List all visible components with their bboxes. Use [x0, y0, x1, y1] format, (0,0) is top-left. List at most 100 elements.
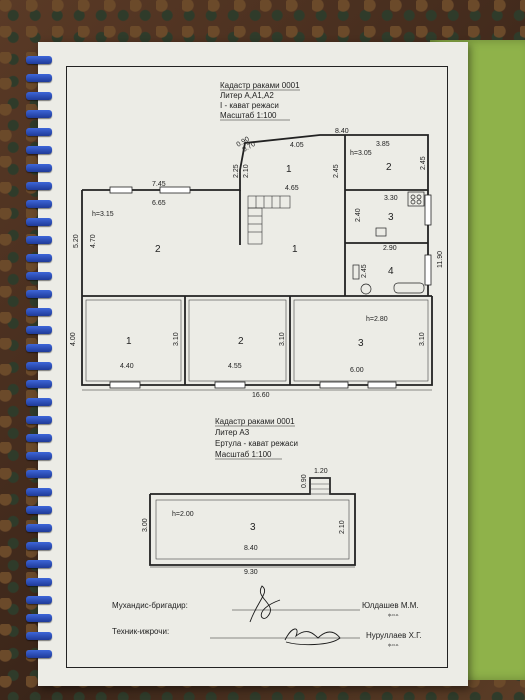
drawing-frame [66, 66, 448, 668]
dimension-label: 3.10 [419, 332, 426, 346]
plan1-title-line: Литер А,А1,А2 [220, 91, 274, 100]
dimension-label: 3.10 [279, 332, 286, 346]
technician-label: Техник-ижрочи: [112, 627, 169, 636]
plan2-title-line: Литер А3 [215, 428, 250, 437]
binding-ring [26, 560, 52, 568]
dimension-label: 16.60 [252, 392, 270, 399]
binding-ring [26, 434, 52, 442]
binding-ring [26, 524, 52, 532]
dimension-label: 4.65 [285, 185, 299, 192]
dimension-label: 6.00 [350, 367, 364, 374]
binding-ring [26, 650, 52, 658]
binding-ring [26, 488, 52, 496]
room-label: 2 [386, 162, 392, 173]
dimension-label: 4.55 [228, 363, 242, 370]
dimension-label: 2.10 [339, 520, 346, 534]
dimension-label: 3.30 [384, 195, 398, 202]
dimension-label: 8.40 [335, 128, 349, 135]
dimension-label: 0.90 [301, 474, 308, 488]
binding-ring [26, 506, 52, 514]
room-label: 3 [388, 212, 394, 223]
plan1-inner-lines [85, 299, 429, 382]
binding-ring [26, 290, 52, 298]
dimension-label: 11.90 [437, 251, 444, 268]
binding-ring [26, 92, 52, 100]
engineer-label: Мухандис-бригадир: [112, 601, 188, 610]
plan2-inner [155, 477, 350, 560]
engineer-signature [249, 585, 281, 623]
dimension-label: 3.00 [142, 518, 149, 532]
binding-ring [26, 74, 52, 82]
binding-ring [26, 218, 52, 226]
binding-ring [26, 308, 52, 316]
binding-ring [26, 56, 52, 64]
binding-ring [26, 254, 52, 262]
technician-name: Нуруллаев Х.Г. [366, 631, 422, 640]
engineer-name-caption: ф.и.о. [388, 612, 399, 617]
dimension-label: 2.45 [361, 264, 368, 278]
room-label: 1 [286, 164, 292, 175]
binding-ring [26, 182, 52, 190]
dimension-label: 6.65 [152, 200, 166, 207]
dimension-label: 1.20 [314, 468, 328, 475]
binding-ring [26, 272, 52, 280]
binding-ring [26, 110, 52, 118]
binding-ring [26, 632, 52, 640]
binding-ring [26, 362, 52, 370]
binding-ring [26, 614, 52, 622]
dimension-label: 8.40 [244, 545, 258, 552]
room-label: 4 [388, 266, 394, 277]
room-label: 2 [155, 244, 161, 255]
binding-ring [26, 452, 52, 460]
plan1-stairs [247, 195, 291, 245]
binding-ring [26, 596, 52, 604]
plan1-title-line: I - кават режаси [220, 101, 279, 110]
dimension-label: 2.45 [333, 164, 340, 178]
dimension-label: 4.00 [70, 332, 77, 346]
binding-ring [26, 398, 52, 406]
room-label: 3 [358, 338, 364, 349]
binding-ring [26, 146, 52, 154]
dimension-label: 2.40 [355, 208, 362, 222]
dimension-label: 5.20 [73, 234, 80, 248]
binding-ring [26, 326, 52, 334]
plan1-title-line: Масштаб 1:100 [220, 111, 277, 120]
paper-sheet [38, 42, 468, 686]
plan1-fixtures [352, 191, 425, 295]
dimension-label: 2.90 [383, 245, 397, 252]
plan2-title-line: Масштаб 1:100 [215, 450, 272, 459]
dimension-label: h=2.00 [172, 511, 194, 518]
dimension-label: 7.45 [152, 181, 166, 188]
binding-ring [26, 344, 52, 352]
plan2-title: Кадастр раками 0001 Литер А3 Ертула - ка… [215, 417, 298, 460]
dimension-label: h=3.05 [350, 150, 372, 157]
binding-ring [26, 236, 52, 244]
binding-ring [26, 578, 52, 586]
plan1-dimensions: 8.40 0.90 0.70 4.05 3.85 2.25 2.10 2.45 … [70, 128, 444, 399]
technician-name-caption: ф.и.о. [388, 642, 399, 647]
binding-ring [26, 542, 52, 550]
plan2-labels: 3 1.20 0.90 h=2.00 3.00 2.10 8.40 9.30 [142, 468, 355, 576]
technician-signature [284, 628, 341, 646]
binding-ring [26, 200, 52, 208]
binding-ring [26, 416, 52, 424]
room-label: 1 [292, 244, 298, 255]
plan1-walls [81, 134, 433, 386]
room-label: 3 [250, 522, 256, 533]
dimension-label: 2.45 [420, 156, 427, 170]
dimension-label: 4.70 [90, 234, 97, 248]
engineer-name: Юлдашев М.М. [362, 601, 419, 610]
room-label: 2 [238, 336, 244, 347]
dimension-label: 3.85 [376, 141, 390, 148]
room-label: 1 [126, 336, 132, 347]
plan2-title-line: Ертула - кават режаси [215, 439, 298, 448]
binding-ring [26, 164, 52, 172]
signature-block: Мухандис-бригадир: Юлдашев М.М. ф.и.о. Т… [112, 585, 422, 647]
plan1-room-numbers: 1 2 3 4 2 1 1 2 3 [126, 162, 394, 349]
dimension-label: 2.10 [243, 164, 250, 178]
plan1-windows [109, 186, 432, 389]
dimension-label: 4.05 [290, 142, 304, 149]
spiral-binding [26, 56, 56, 676]
dimension-label: h=2.80 [366, 316, 388, 323]
